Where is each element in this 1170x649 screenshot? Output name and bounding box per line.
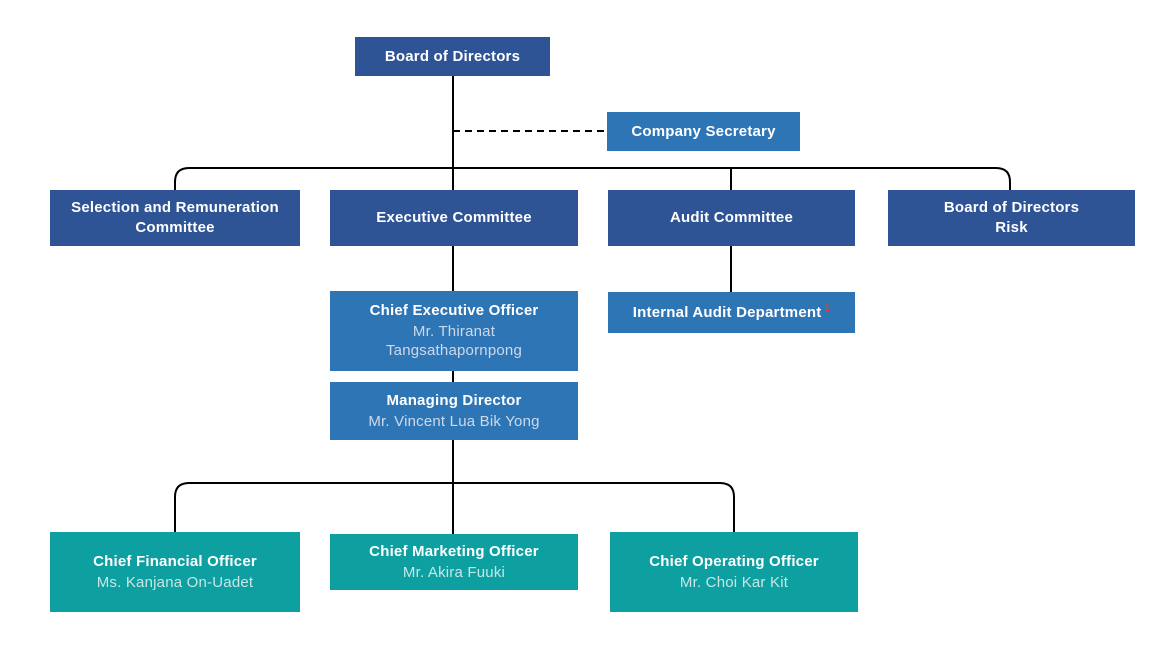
node-title: Chief Marketing Officer <box>369 542 539 560</box>
node-person-name: Ms. Kanjana On-Uadet <box>96 573 254 591</box>
org-node-managing-director: Managing Director Mr. Vincent Lua Bik Yo… <box>330 382 578 440</box>
org-node-selection-remuneration-committee: Selection and Remuneration Committee <box>50 190 300 246</box>
node-title-line2: Committee <box>135 219 215 236</box>
node-person-name: Mr. Vincent Lua Bik Yong <box>368 412 540 430</box>
node-title-text: Internal Audit Department <box>632 304 822 322</box>
connector-clevel-branch <box>174 482 735 532</box>
org-node-board-of-directors-risk: Board of Directors Risk <box>888 190 1135 246</box>
footnote-superscript: 1 <box>824 303 831 315</box>
org-node-chief-marketing-officer: Chief Marketing Officer Mr. Akira Fuuki <box>330 534 578 590</box>
org-node-executive-committee: Executive Committee <box>330 190 578 246</box>
connector-committees-branch <box>174 167 1011 190</box>
org-node-company-secretary: Company Secretary <box>607 112 800 151</box>
node-person-name: Mr. Akira Fuuki <box>402 563 506 581</box>
node-title: Chief Executive Officer <box>369 301 539 319</box>
org-node-audit-committee: Audit Committee <box>608 190 855 246</box>
node-title-line2: Risk <box>995 219 1028 236</box>
node-title: Chief Financial Officer <box>93 552 257 570</box>
node-person-name: Mr. Thiranat Tangsathapornpong <box>385 322 522 360</box>
node-title-line1: Board of Directors <box>943 199 1080 217</box>
node-title: Chief Operating Officer <box>649 552 819 570</box>
node-person-name: Mr. Choi Kar Kit <box>679 573 789 591</box>
node-title: Managing Director <box>386 391 522 409</box>
node-title: Audit Committee <box>670 209 793 227</box>
node-title: Company Secretary <box>631 122 776 140</box>
org-node-chief-executive-officer: Chief Executive Officer Mr. Thiranat Tan… <box>330 291 578 371</box>
org-node-board-of-directors: Board of Directors <box>355 37 550 76</box>
org-node-chief-operating-officer: Chief Operating Officer Mr. Choi Kar Kit <box>610 532 858 612</box>
node-title-line1: Selection and Remuneration <box>71 199 279 217</box>
node-title: Board of Directors <box>384 47 521 65</box>
node-title: Executive Committee <box>376 209 532 227</box>
org-node-chief-financial-officer: Chief Financial Officer Ms. Kanjana On-U… <box>50 532 300 612</box>
